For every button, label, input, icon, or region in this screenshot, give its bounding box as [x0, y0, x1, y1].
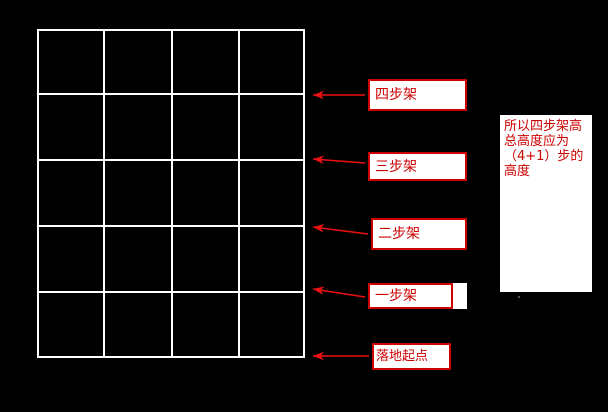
callout-landing-start-point[interactable]: 落地起点 — [372, 343, 451, 370]
total-height-note-box[interactable]: 所以四步架高总高度应为（4+1）步的高度 — [500, 115, 592, 292]
callout-border — [368, 152, 467, 181]
callout-border — [368, 283, 453, 309]
callout-three-step-frame[interactable]: 三步架 — [368, 152, 467, 181]
arrow-one-step — [312, 286, 366, 298]
scaffold-grid — [37, 29, 305, 358]
total-height-note-text: 所以四步架高总高度应为（4+1）步的高度 — [504, 119, 584, 179]
callout-border — [372, 343, 451, 370]
callout-border — [371, 218, 467, 250]
note-anchor-dot — [518, 296, 520, 298]
callout-label: 三步架 — [375, 158, 417, 175]
callout-border — [368, 79, 467, 111]
callout-four-step-frame[interactable]: 四步架 — [368, 79, 467, 111]
callout-label: 四步架 — [375, 87, 417, 103]
callout-label: 一步架 — [375, 288, 417, 304]
callout-label: 二步架 — [378, 226, 420, 242]
callout-one-step-frame[interactable]: 一步架 — [368, 283, 467, 309]
callout-two-step-frame[interactable]: 二步架 — [371, 218, 467, 250]
callout-label: 落地起点 — [376, 349, 429, 364]
arrow-three-step — [312, 155, 366, 165]
arrow-two-step — [312, 224, 369, 235]
scaffold-grid-svg — [37, 29, 305, 358]
